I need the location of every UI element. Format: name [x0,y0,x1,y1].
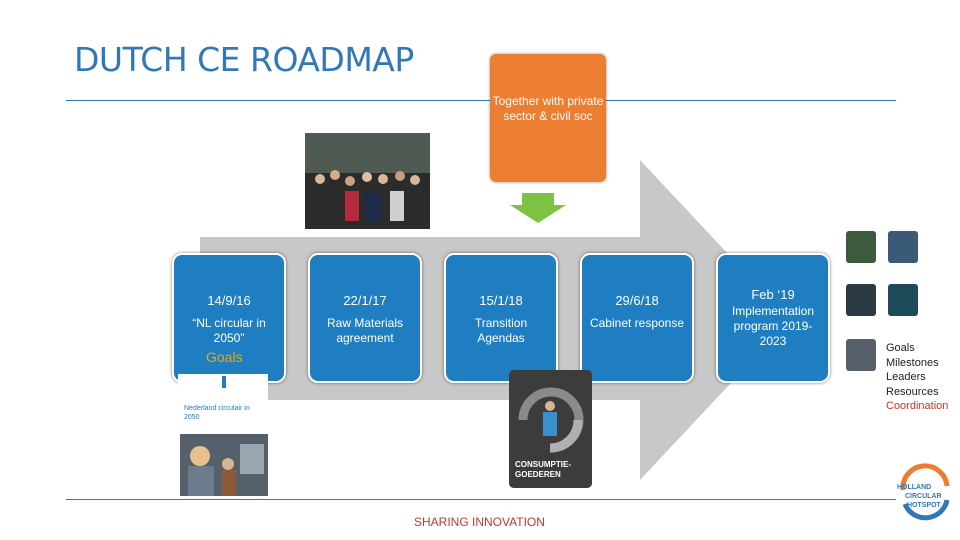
consumptiegoederen-cover: CONSUMPTIE-GOEDEREN [509,370,592,488]
milestone-date: 29/6/18 [615,293,659,308]
title-divider-right [606,100,896,101]
program-elements-list: Goals Milestones Leaders Resources Coord… [886,341,948,414]
booklet-caption: Nederland circulair in 2050 [184,405,250,421]
milestone-date: Feb ‘19 [751,287,795,302]
green-down-arrow-icon [510,193,566,223]
milestone-desc: Raw Materials agreement [326,316,404,345]
milestone-date: 14/9/16 [207,293,251,308]
page-title: DUTCH CE ROADMAP [74,40,414,79]
list-item: Resources [886,385,939,398]
circular-2050-booklet: Nederland circulair in 2050 [178,374,268,496]
transition-agenda-thumb-2 [888,231,918,263]
milestone-desc: Cabinet response [589,316,685,330]
list-item: Leaders [886,371,926,383]
milestone-date: 15/1/18 [479,293,523,308]
milestone-card-1: 14/9/16 “NL circular in 2050” [172,253,286,383]
footer-text: SHARING INNOVATION [414,515,545,529]
private-sector-callout: Together with private sector & civil soc [490,54,606,182]
milestone-card-5: Feb ‘19 Implementation program 2019-2023 [716,253,830,383]
milestone-desc: “NL circular in 2050” [192,316,266,345]
cover-title: CONSUMPTIE-GOEDEREN [515,460,571,479]
milestone-desc: Implementation program 2019-2023 [731,304,815,348]
transition-agenda-thumb-3 [846,284,876,316]
svg-text:CIRCULAR: CIRCULAR [905,493,942,500]
svg-text:HOTSPOT: HOTSPOT [907,502,942,509]
callout-text: Together with private sector & civil soc [492,94,604,123]
milestone-desc: Transition Agendas [474,316,528,345]
transition-agenda-thumb-5 [846,339,876,371]
svg-text:HOLLAND: HOLLAND [897,484,931,491]
list-item: Goals [886,342,915,354]
title-divider-left [66,100,490,101]
milestone-date: 22/1/17 [343,293,387,308]
milestone-card-2: 22/1/17 Raw Materials agreement [308,253,422,383]
milestone-card-4: 29/6/18 Cabinet response [580,253,694,383]
goals-label: Goals [206,349,243,365]
holland-circular-hotspot-logo: HOLLAND CIRCULAR HOTSPOT [893,460,957,535]
footer-divider [66,499,896,500]
transition-agenda-thumb-4 [888,284,918,316]
list-item: Coordination [886,400,949,412]
list-item: Milestones [886,356,939,369]
transition-agenda-thumb-1 [846,231,876,263]
milestone-card-3: 15/1/18 Transition Agendas [444,253,558,383]
signing-event-photo [305,133,430,229]
booklet-bar-icon [222,376,226,388]
